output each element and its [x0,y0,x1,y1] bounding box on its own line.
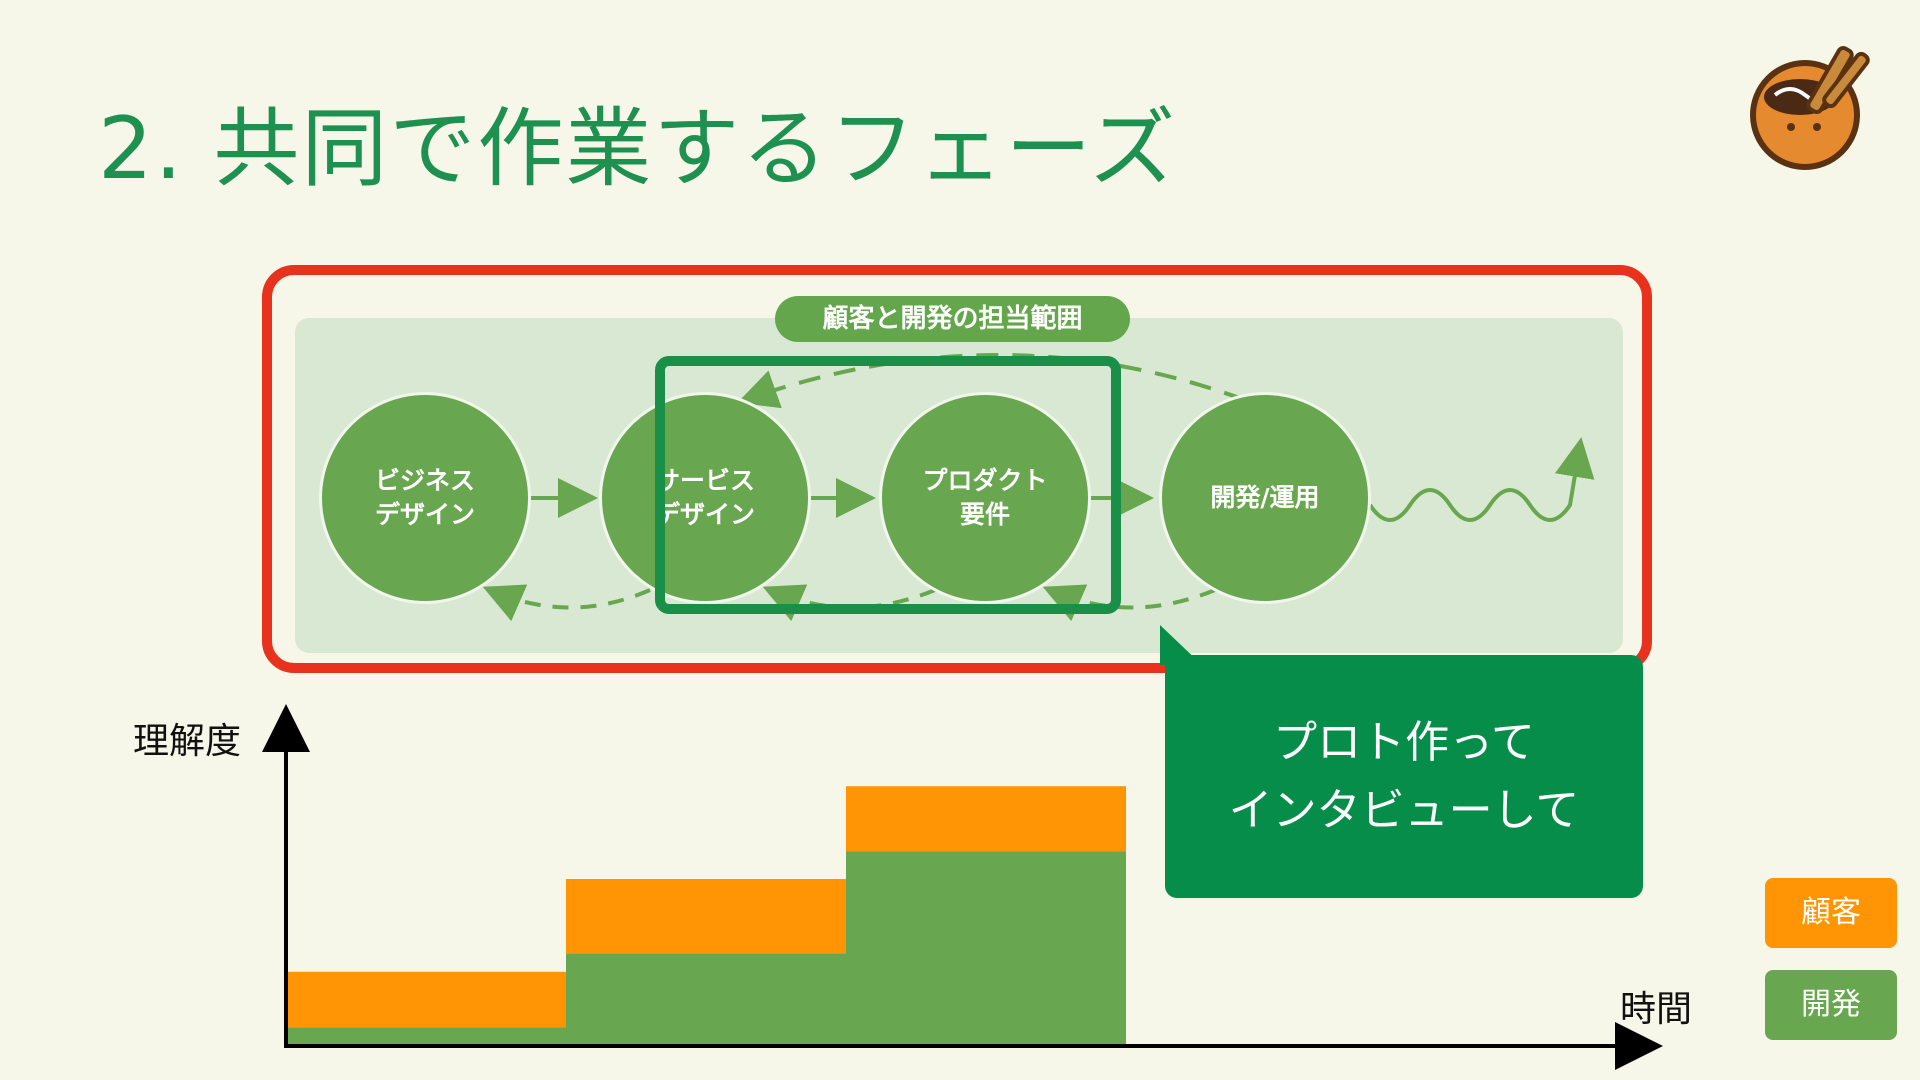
legend-dev: 開発 [1765,970,1897,1040]
bar-customer-1 [286,971,566,1028]
bar-dev-3 [846,851,1126,1046]
callout-box: プロト作って インタビューして [1165,655,1643,898]
phase-service-design: サービス デザイン [602,395,808,601]
bar-customer-2 [566,879,846,954]
takoyaki-mascot-icon [1750,46,1870,170]
slide-title: 2. 共同で作業するフェーズ [98,99,1178,199]
panel-tag: 顧客と開発の担当範囲 [775,296,1130,342]
phase-dev-ops: 開発/運用 [1162,395,1368,601]
phase-product-requirements: プロダクト 要件 [882,395,1088,601]
phase-business-design: ビジネス デザイン [322,395,528,601]
bar-customer-3 [846,786,1126,852]
bar-dev-2 [566,953,846,1046]
red-highlight-frame [262,265,1652,673]
y-axis-label: 理解度 [133,721,242,762]
green-highlight-frame [655,356,1121,614]
legend-customer: 顧客 [1765,878,1897,948]
bar-dev-1 [286,1027,566,1046]
